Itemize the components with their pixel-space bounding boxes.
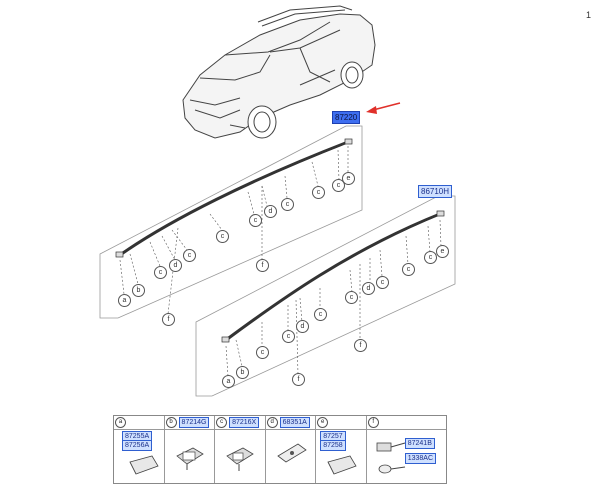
top-leader-lines — [119, 146, 349, 315]
top-assembly-frame — [99, 125, 363, 319]
top-roof-rail — [115, 138, 353, 258]
callout-c: c — [345, 291, 358, 304]
part-label-87214g[interactable]: 87214G — [178, 417, 210, 428]
callout-d: d — [362, 282, 375, 295]
legend-cell-e: e 87257 87258 — [316, 416, 367, 483]
moulding-end-cap-icon — [129, 455, 159, 475]
callout-e: e — [436, 245, 449, 258]
legend-letter-c: c — [216, 417, 228, 428]
callout-c: c — [402, 263, 415, 276]
tape-pad-icon — [276, 443, 307, 463]
callout-a: a — [118, 294, 131, 307]
callout-b: b — [132, 284, 145, 297]
callout-f: f — [292, 373, 305, 386]
clip-icon — [175, 447, 204, 470]
callout-a: a — [222, 375, 235, 388]
part-label-87256a[interactable]: 87256A — [122, 440, 153, 451]
callout-c: c — [249, 214, 262, 227]
callout-c: c — [216, 230, 229, 243]
legend-letter-d: d — [266, 417, 278, 428]
part-label-87220[interactable]: 87220 — [332, 111, 361, 124]
part-label-87241b[interactable]: 87241B — [404, 438, 435, 449]
callout-c: c — [154, 266, 167, 279]
callout-f: f — [256, 259, 269, 272]
red-arrow-icon — [366, 102, 401, 114]
callout-f: f — [354, 339, 367, 352]
legend-letter-b: b — [165, 417, 177, 428]
clip-icon — [226, 447, 254, 471]
callout-d: d — [169, 259, 182, 272]
callout-c: c — [424, 251, 437, 264]
callout-c: c — [281, 198, 294, 211]
part-label-1338ac[interactable]: 1338AC — [404, 453, 437, 464]
part-label-86710h[interactable]: 86710H — [418, 185, 453, 198]
callout-c: c — [312, 186, 325, 199]
legend-cell-f: f 87241B 1338AC — [366, 416, 446, 483]
bottom-roof-rail — [221, 210, 445, 343]
callout-e: e — [342, 172, 355, 185]
callout-c: c — [256, 346, 269, 359]
part-label-87216x[interactable]: 87216X — [229, 417, 260, 428]
bottom-leader-lines — [225, 219, 442, 377]
legend-letter-a: a — [115, 417, 126, 428]
bolt-and-nut-icon — [376, 442, 405, 474]
moulding-end-cap-icon — [327, 455, 357, 475]
legend-letter-f: f — [367, 417, 379, 428]
car-illustration — [182, 5, 376, 139]
part-label-68351a[interactable]: 68351A — [279, 417, 310, 428]
callout-c: c — [332, 179, 345, 192]
callout-c: c — [183, 249, 196, 262]
callout-c: c — [282, 330, 295, 343]
legend-cell-a: a 87255A 87256A — [114, 416, 165, 483]
page-number: 1 — [586, 10, 592, 20]
callout-f: f — [162, 313, 175, 326]
legend-letter-e: e — [317, 417, 329, 428]
part-label-87258[interactable]: 87258 — [320, 440, 346, 451]
callout-c: c — [314, 308, 327, 321]
callout-d: d — [264, 205, 277, 218]
callout-b: b — [236, 366, 249, 379]
callout-c: c — [376, 276, 389, 289]
callout-d: d — [296, 320, 309, 333]
